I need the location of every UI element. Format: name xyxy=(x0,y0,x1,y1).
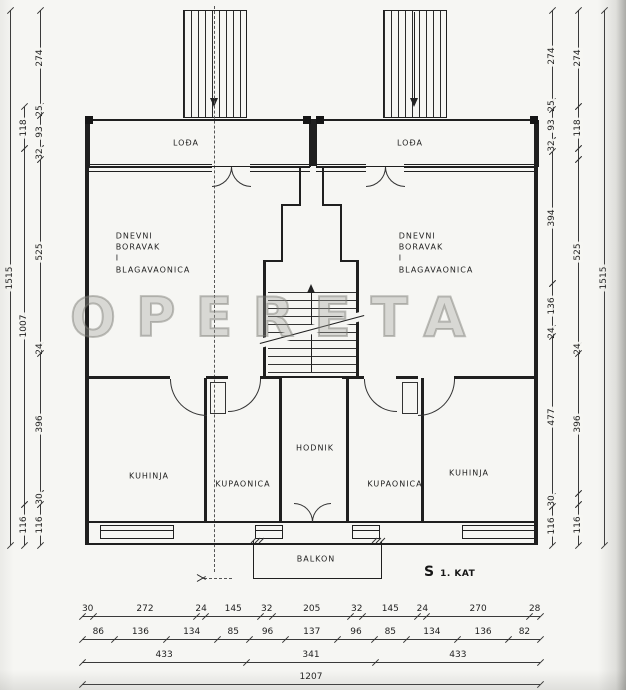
room-label-kitchen-left: KUHINJA xyxy=(129,471,169,481)
shaft-wall xyxy=(281,204,283,262)
window-wall xyxy=(404,164,538,172)
door-arc xyxy=(228,379,261,412)
exterior-wall-right xyxy=(534,119,538,543)
stairwell-wall xyxy=(263,260,283,262)
door-arc xyxy=(364,379,397,412)
shaft-wall xyxy=(322,166,324,206)
window xyxy=(462,525,536,539)
interior-wall xyxy=(88,376,170,379)
room-label-loggia-right: LOĐA xyxy=(397,138,423,148)
loggia-pillar xyxy=(303,116,311,124)
shaft-wall xyxy=(299,166,301,206)
room-label-bath-right: KUPAONICA xyxy=(367,479,423,489)
loggia-pillar xyxy=(85,116,93,124)
room-label-balcony: BALKON xyxy=(296,554,336,564)
stair-up-arrow xyxy=(307,284,315,293)
room-label-loggia-left: LOĐA xyxy=(173,138,199,148)
loggia-pillar xyxy=(530,116,538,124)
room-label-bath-left: KUPAONICA xyxy=(215,479,271,489)
loggia-right-outline xyxy=(316,120,539,167)
interior-wall xyxy=(260,376,281,379)
door-arc xyxy=(312,503,331,522)
stair-down-arrow-right xyxy=(410,98,418,107)
shaft-wall xyxy=(322,204,342,206)
door-arc xyxy=(294,503,313,522)
floor-label-north: S xyxy=(424,564,435,580)
door-arc xyxy=(385,167,405,187)
window-wall xyxy=(250,164,310,172)
window-wall xyxy=(88,164,212,172)
room-label-kitchen-right: KUHINJA xyxy=(449,468,489,478)
floor-label-text: 1. KAT xyxy=(440,569,476,579)
bath-fixture xyxy=(210,382,226,414)
bath-fixture xyxy=(402,382,418,414)
window xyxy=(100,525,174,539)
stairwell-wall xyxy=(263,260,266,378)
stair-direction-line-right xyxy=(414,12,415,100)
door-arc xyxy=(231,167,251,187)
shaft-wall xyxy=(281,204,301,206)
room-label-living-right: DNEVNI BORAVAK I BLAGAVAONICA xyxy=(398,231,474,275)
interior-wall xyxy=(206,376,228,379)
room-label-living-left: DNEVNI BORAVAK I BLAGAVAONICA xyxy=(115,231,191,275)
loggia-left-outline xyxy=(89,120,311,167)
door-arc xyxy=(366,167,386,187)
interior-wall xyxy=(396,376,418,379)
hall-wall-left xyxy=(279,378,282,521)
door-arc xyxy=(170,379,207,416)
section-line-end xyxy=(204,578,232,579)
room-label-hall: HODNIK xyxy=(295,443,335,453)
floor-label: S 1. KAT xyxy=(424,561,475,580)
door-arc xyxy=(418,379,455,416)
interior-wall xyxy=(454,376,538,379)
loggia-divider-wall xyxy=(309,119,316,166)
shaft-wall xyxy=(340,204,342,262)
exterior-wall-left xyxy=(85,119,89,543)
door-arc xyxy=(212,167,232,187)
hall-wall-right xyxy=(346,378,349,521)
loggia-pillar xyxy=(316,116,324,124)
